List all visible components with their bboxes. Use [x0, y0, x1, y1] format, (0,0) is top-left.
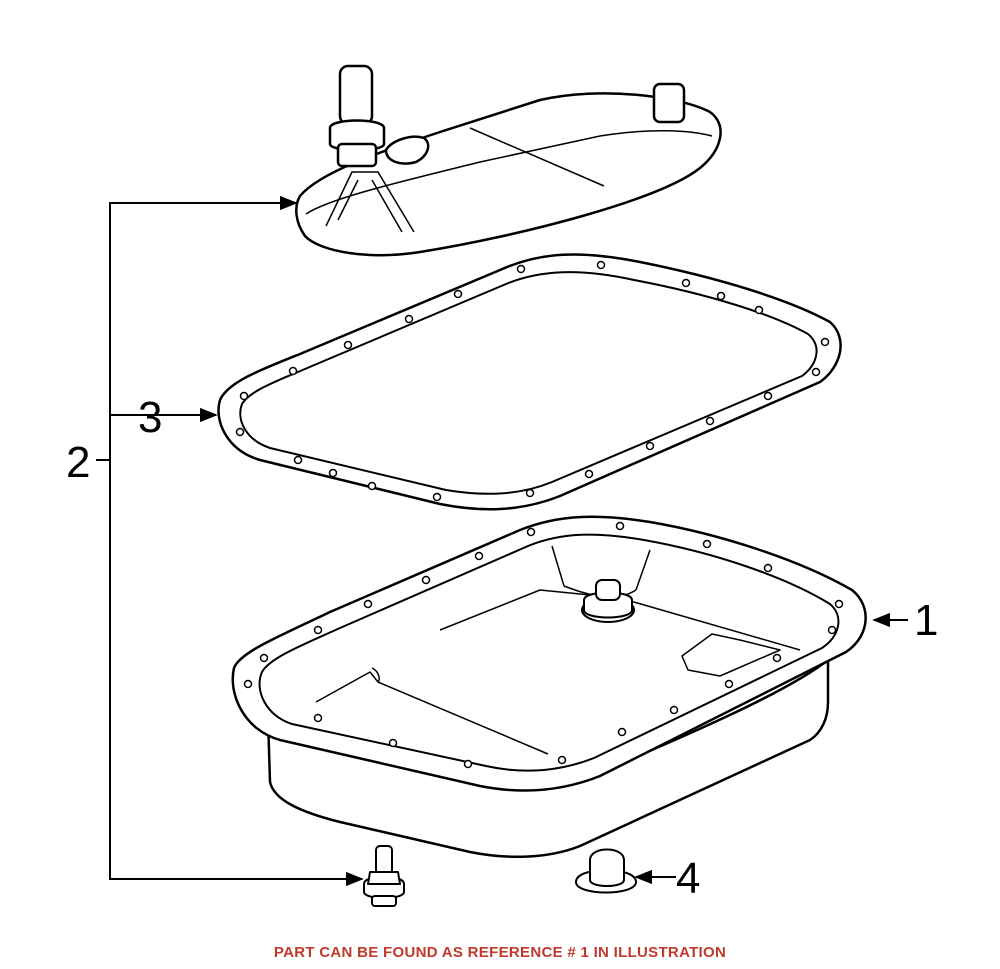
- plug-part: [575, 848, 637, 894]
- gasket-bolt-holes: [235, 260, 830, 502]
- drain-boss: [581, 579, 635, 623]
- gasket-part: [217, 253, 842, 511]
- callout-4: 4: [676, 854, 700, 903]
- oil-pan-part: [231, 515, 867, 859]
- filter-part: [295, 64, 722, 257]
- callout-2: 2: [66, 438, 90, 487]
- bolt-part: [363, 845, 405, 907]
- reference-note: PART CAN BE FOUND AS REFERENCE # 1 IN IL…: [273, 944, 727, 961]
- pan-bolt-holes: [243, 521, 844, 769]
- leader-2-bracket: [109, 202, 364, 887]
- callout-3: 3: [138, 393, 162, 442]
- leader-lines: [96, 195, 908, 887]
- callout-1: 1: [914, 596, 938, 645]
